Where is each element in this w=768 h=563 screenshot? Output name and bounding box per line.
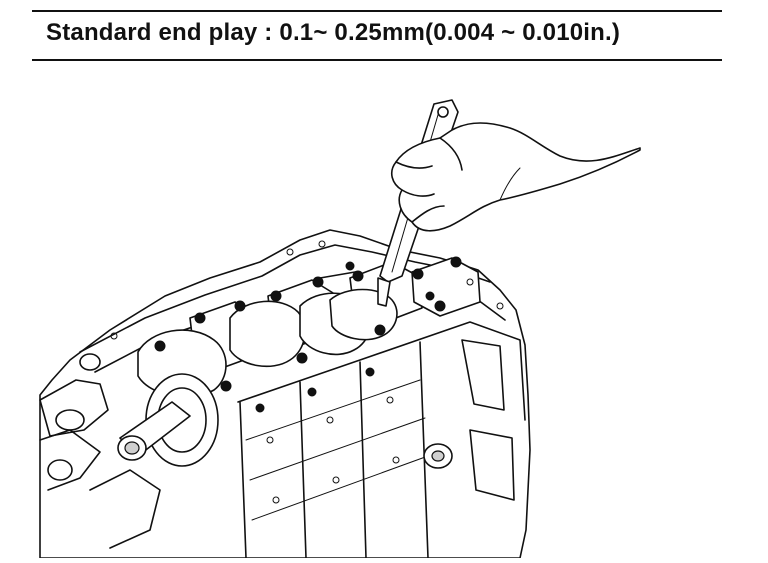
end-play-spec: Standard end play : 0.1~ 0.25mm(0.004 ~ … xyxy=(46,19,620,47)
spec-label: Standard end play : xyxy=(46,19,273,46)
bottom-rule xyxy=(32,59,722,61)
engine-block-end-play-measurement-icon xyxy=(0,60,768,559)
spec-value: 0.1~ 0.25mm(0.004 ~ 0.010in.) xyxy=(279,19,621,46)
top-rule xyxy=(32,10,722,12)
